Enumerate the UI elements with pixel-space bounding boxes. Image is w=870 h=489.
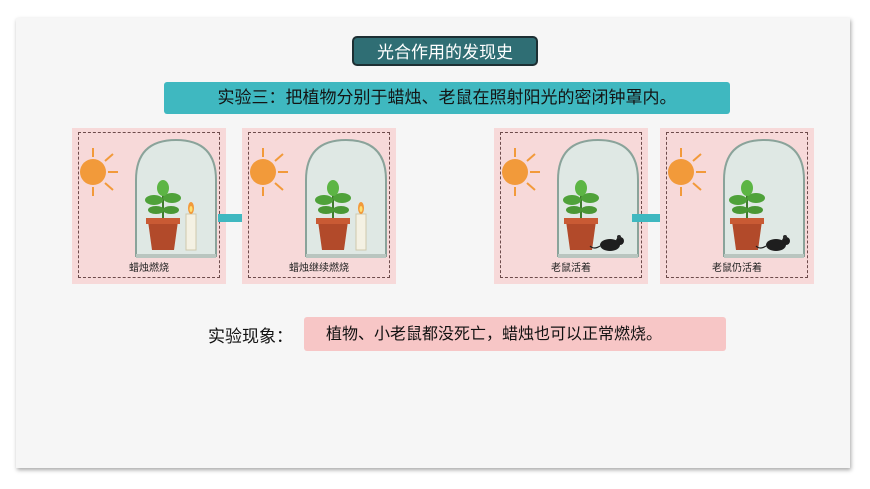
candle-icon [185,202,197,251]
dashed-frame [500,132,642,278]
sun-icon [502,148,540,196]
panel-caption: 老鼠活着 [551,263,591,274]
panel-caption: 蜡烛燃烧 [129,263,169,274]
bell-jar-scene [80,138,217,258]
dashed-frame [666,132,808,278]
panel-caption: 老鼠仍活着 [712,263,762,274]
experiment-panel-mouse-before: 老鼠活着 [494,128,648,284]
bell-jar-scene [668,138,805,258]
bell-jar-scene [250,138,387,258]
page-title: 光合作用的发现史 [352,36,538,66]
dashed-frame [248,132,390,278]
mouse-icon [589,235,624,251]
candle-icon [355,202,367,251]
sun-icon [250,148,288,196]
sun-icon [80,148,118,196]
panel-caption: 蜡烛继续燃烧 [289,263,349,274]
plant-icon [315,180,351,250]
experiment-description: 实验三：把植物分别于蜡烛、老鼠在照射阳光的密闭钟罩内。 [164,82,730,114]
plant-icon [729,180,765,250]
plant-icon [145,180,181,250]
mouse-icon [755,235,790,251]
phenomenon-label: 实验现象： [208,327,293,347]
experiment-panel-candle-after: 蜡烛继续燃烧 [242,128,396,284]
dashed-frame [78,132,220,278]
plant-icon [563,180,599,250]
sun-icon [668,148,706,196]
experiment-panel-candle-before: 蜡烛燃烧 [72,128,226,284]
phenomenon-result: 植物、小老鼠都没死亡，蜡烛也可以正常燃烧。 [304,317,726,351]
bell-jar-scene [502,138,639,258]
experiment-panel-mouse-after: 老鼠仍活着 [660,128,814,284]
